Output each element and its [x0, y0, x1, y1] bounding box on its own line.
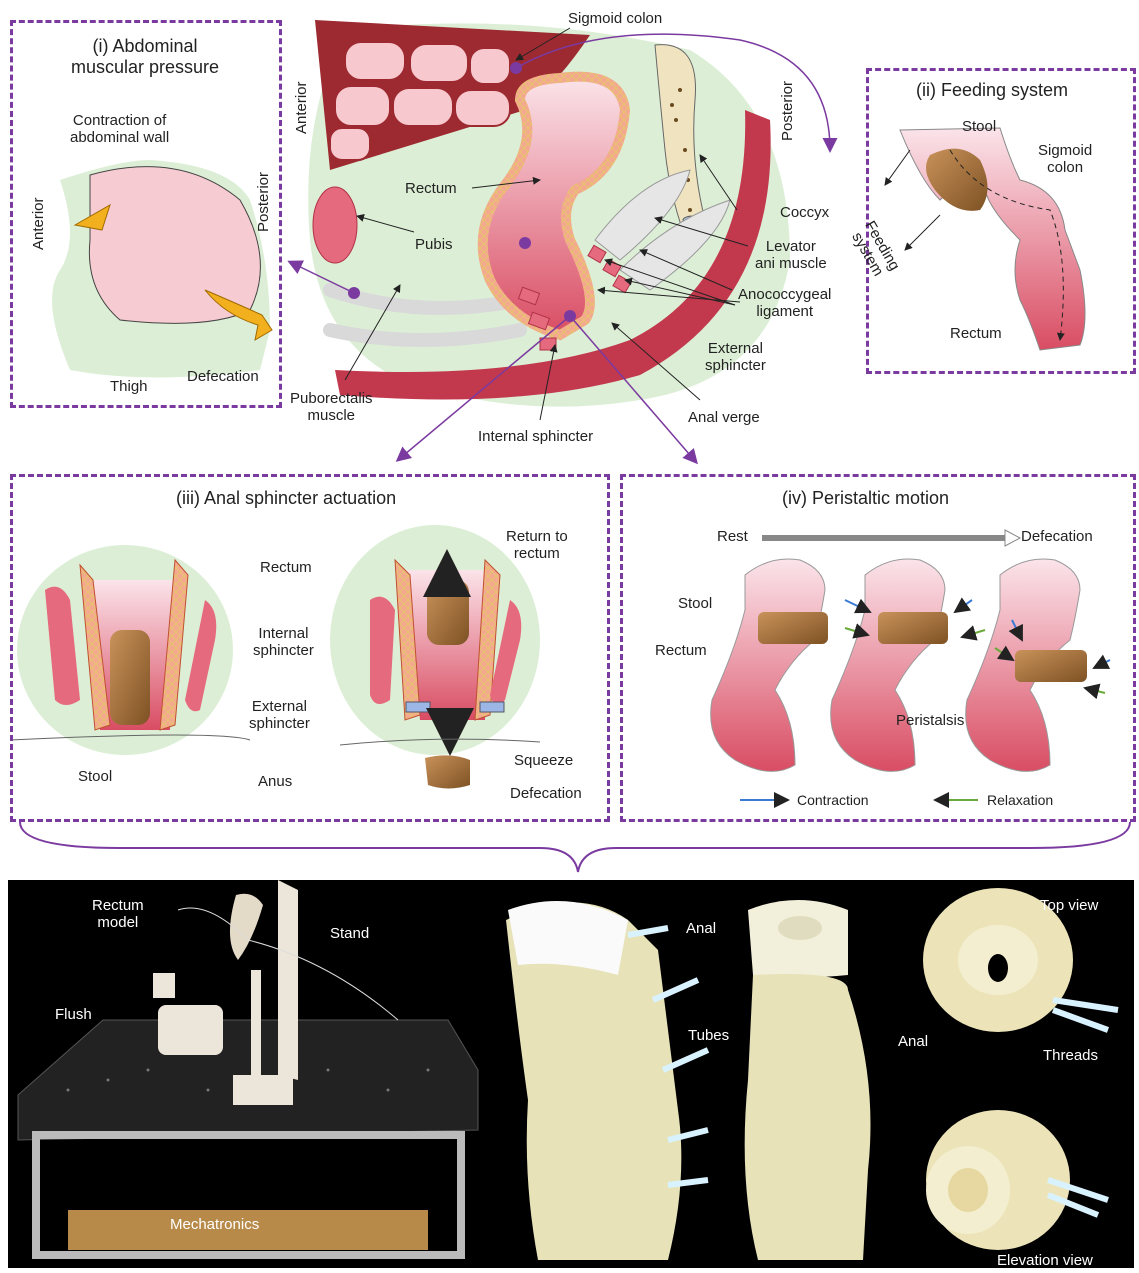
label-external-sphincter-center: External sphincter [705, 340, 766, 374]
label-flush: Flush [55, 1006, 92, 1023]
label-anterior-i: Anterior [30, 197, 47, 250]
label-threads: Threads [1043, 1047, 1098, 1064]
label-anterior-center: Anterior [293, 81, 310, 134]
label-stool-ii: Stool [962, 118, 996, 135]
label-sigmoid-ii: Sigmoid colon [1038, 142, 1092, 176]
label-sigmoid-colon: Sigmoid colon [568, 10, 662, 27]
label-rectum-iii: Rectum [260, 559, 312, 576]
label-peristalsis: Peristalsis [896, 712, 964, 729]
label-rectum-model: Rectum model [92, 897, 144, 931]
label-mechatronics: Mechatronics [170, 1216, 259, 1233]
label-thigh: Thigh [110, 378, 148, 395]
label-rectum-ii: Rectum [950, 325, 1002, 342]
label-stand: Stand [330, 925, 369, 942]
legend-contraction: Contraction [797, 792, 869, 809]
label-external-iii: External sphincter [249, 698, 310, 732]
label-levator: Levator ani muscle [755, 238, 827, 272]
label-stool-iv: Stool [678, 595, 712, 612]
label-puborectalis: Puborectalis muscle [290, 390, 373, 424]
label-anal-verge: Anal verge [688, 409, 760, 426]
label-squeeze: Squeeze [514, 752, 573, 769]
label-posterior-i: Posterior [255, 172, 272, 232]
legend-relaxation: Relaxation [987, 792, 1053, 809]
label-pubis: Pubis [415, 236, 453, 253]
label-rectum-iv: Rectum [655, 642, 707, 659]
label-internal-iii: Internal sphincter [253, 625, 314, 659]
label-anus: Anus [258, 773, 292, 790]
label-internal-sphincter-center: Internal sphincter [478, 428, 593, 445]
label-defecation-iii: Defecation [510, 785, 582, 802]
label-anococcygeal: Anococcygeal ligament [738, 286, 831, 320]
label-defecation-iv: Defecation [1021, 528, 1093, 545]
panel-i-title: (i) Abdominal muscular pressure [40, 36, 250, 78]
panel-i [10, 20, 282, 408]
panel-iii-title: (iii) Anal sphincter actuation [176, 488, 396, 509]
label-anal-1: Anal [686, 920, 716, 937]
label-rest: Rest [717, 528, 748, 545]
label-return-to-rectum: Return to rectum [506, 528, 568, 562]
panel-iv-title: (iv) Peristaltic motion [782, 488, 949, 509]
photo-setup [8, 880, 1134, 1268]
panel-ii-title: (ii) Feeding system [916, 80, 1068, 101]
label-elevation-view: Elevation view [997, 1252, 1093, 1269]
label-anal-2: Anal [898, 1033, 928, 1050]
label-coccyx: Coccyx [780, 204, 829, 221]
label-contraction-wall: Contraction of abdominal wall [70, 112, 169, 146]
label-stool-iii: Stool [78, 768, 112, 785]
label-tubes: Tubes [688, 1027, 729, 1044]
label-posterior-center: Posterior [779, 81, 796, 141]
label-rectum-center: Rectum [405, 180, 457, 197]
label-top-view: Top view [1040, 897, 1098, 914]
label-defecation-i: Defecation [187, 368, 259, 385]
